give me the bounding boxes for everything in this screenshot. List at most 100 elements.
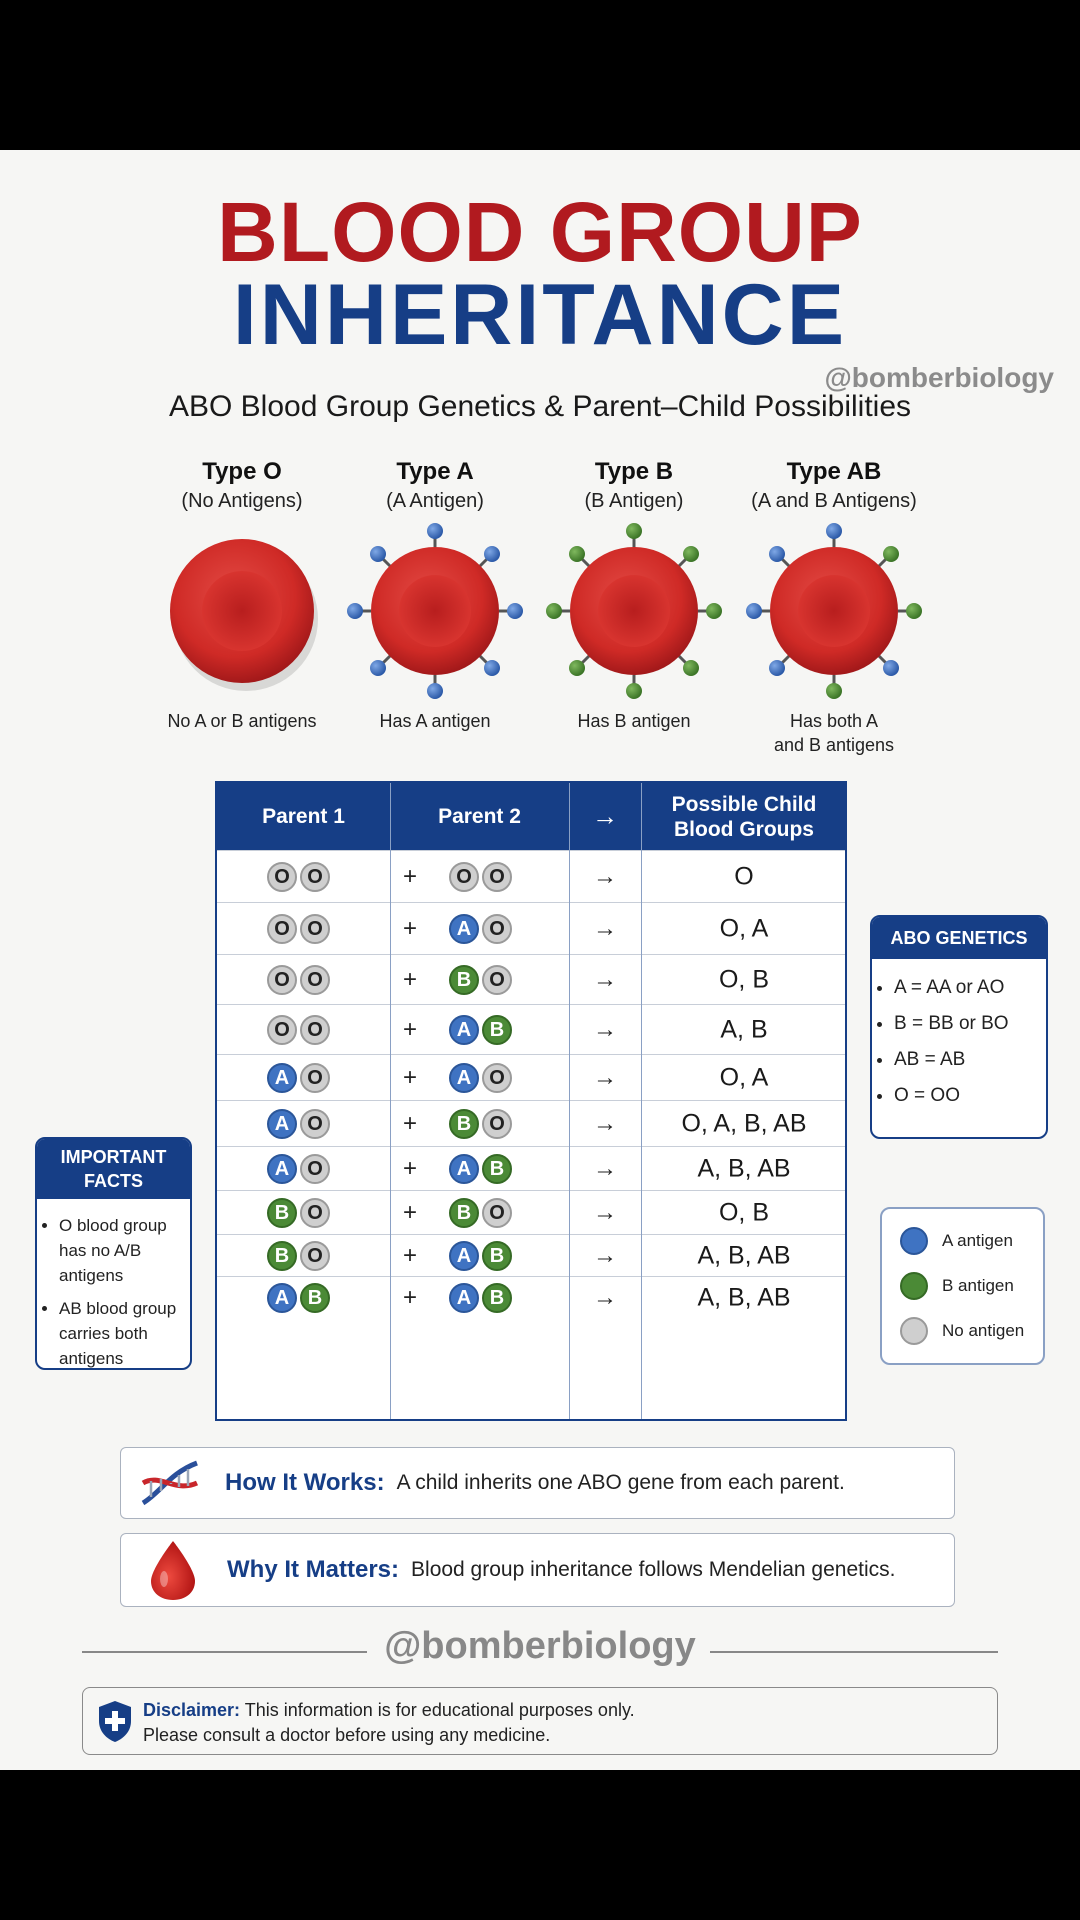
allele-o-icon: O	[482, 1198, 512, 1228]
allele-o-icon: O	[449, 862, 479, 892]
allele-b-icon: B	[449, 1109, 479, 1139]
blood-type-name: Type O	[202, 458, 282, 485]
blood-type-sub: (No Antigens)	[181, 490, 303, 512]
arrow-sign: →	[593, 1242, 617, 1269]
no-antigen-dot-icon	[900, 1317, 928, 1345]
allele-o-icon: O	[300, 1015, 330, 1045]
allele-a-icon: A	[267, 1063, 297, 1093]
allele-b-icon: B	[267, 1241, 297, 1271]
blood-type-sub: (A Antigen)	[386, 490, 484, 512]
allele-b-icon: B	[449, 1198, 479, 1228]
disclaimer-line1: This information is for educational purp…	[244, 1700, 635, 1720]
column-divider	[390, 783, 391, 1419]
child-blood-groups: O, A	[719, 1063, 769, 1092]
title-line2: INHERITANCE	[232, 267, 848, 363]
arrow-sign: →	[593, 966, 617, 993]
blood-type-sub: (A and B Antigens)	[751, 490, 917, 512]
important-fact-item: O blood group has no A/B antigens	[59, 1213, 190, 1288]
allele-a-icon: A	[267, 1109, 297, 1139]
disclaimer-label: Disclaimer:	[143, 1700, 241, 1720]
infographic-page: BLOOD GROUP INHERITANCE @bomberbiology A…	[0, 150, 1080, 1770]
arrow-sign: →	[593, 863, 617, 890]
arrow-sign: →	[593, 1064, 617, 1091]
column-divider	[569, 783, 570, 1419]
allele-o-icon: O	[482, 1109, 512, 1139]
allele-o-icon: O	[482, 965, 512, 995]
allele-o-icon: O	[300, 1198, 330, 1228]
fact-line: O blood group	[59, 1216, 167, 1235]
fact-line: AB blood group	[59, 1299, 177, 1318]
allele-o-icon: O	[300, 1241, 330, 1271]
fact-line: carries both	[59, 1324, 148, 1343]
shield-cross-icon	[99, 1701, 131, 1742]
important-fact-item: AB blood group carries both antigens	[59, 1296, 190, 1368]
allele-a-icon: A	[449, 1154, 479, 1184]
allele-b-icon: B	[482, 1283, 512, 1313]
legend-label: No antigen	[942, 1321, 1025, 1340]
child-blood-groups: O, A	[719, 914, 769, 943]
abo-genetics-box: ABO GENETICS A = AA or AO B = BB or BO A…	[870, 915, 1048, 1139]
plus-sign: +	[402, 1242, 417, 1269]
child-blood-groups: A, B, AB	[697, 1241, 791, 1270]
plus-sign: +	[402, 966, 417, 993]
plus-sign: +	[402, 1155, 417, 1182]
blood-type-o: Type O (No Antigens) No A or B antigens	[127, 458, 357, 733]
how-it-works-box: How It Works: A child inherits one ABO g…	[120, 1447, 955, 1519]
legend-item-none: No antigen	[900, 1317, 1024, 1345]
important-facts-title-line1: IMPORTANT	[60, 1147, 167, 1167]
b-antigen-dot-icon	[900, 1272, 928, 1300]
plus-sign: +	[402, 1284, 417, 1311]
child-blood-groups: O, A, B, AB	[681, 1109, 807, 1138]
blood-type-name: Type AB	[786, 458, 882, 485]
legend-item-b: B antigen	[900, 1272, 1014, 1300]
arrow-sign: →	[593, 915, 617, 942]
header-parent1: Parent 1	[262, 805, 345, 828]
child-blood-groups: O, B	[718, 1198, 769, 1227]
blood-type-desc: Has both A	[789, 711, 879, 731]
abo-genetics-item: O = OO	[894, 1085, 1046, 1107]
abo-genetics-title: ABO GENETICS	[872, 917, 1046, 959]
red-blood-cell-b-icon	[546, 523, 722, 699]
important-facts-list: O blood group has no A/B antigens AB blo…	[37, 1213, 190, 1368]
blood-type-a: Type A (A Antigen) Has A antigen	[320, 458, 550, 733]
abo-genetics-list: A = AA or AO B = BB or BO AB = AB O = OO	[872, 977, 1046, 1107]
abo-genetics-item: A = AA or AO	[894, 977, 1046, 999]
legend-item-a: A antigen	[900, 1227, 1013, 1255]
subtitle: ABO Blood Group Genetics & Parent–Child …	[168, 390, 912, 423]
handle-watermark-top: @bomberbiology	[824, 362, 1054, 393]
a-antigen-dot-icon	[900, 1227, 928, 1255]
allele-b-icon: B	[482, 1015, 512, 1045]
allele-a-icon: A	[267, 1283, 297, 1313]
red-blood-cell-a-icon	[347, 523, 523, 699]
abo-genetics-item: B = BB or BO	[894, 1013, 1046, 1035]
allele-b-icon: B	[482, 1241, 512, 1271]
allele-o-icon: O	[482, 1063, 512, 1093]
blood-type-sub: (B Antigen)	[584, 490, 684, 512]
blood-type-b: Type B (B Antigen) Has B antigen	[519, 458, 749, 733]
plus-sign: +	[402, 915, 417, 942]
fact-line: has no A/B	[59, 1241, 142, 1260]
plus-sign: +	[402, 1064, 417, 1091]
child-blood-groups: O, B	[718, 965, 769, 994]
allele-o-icon: O	[300, 1063, 330, 1093]
why-it-matters-text: Blood group inheritance follows Mendelia…	[411, 1558, 896, 1581]
disclaimer-box: Disclaimer: This information is for educ…	[82, 1687, 998, 1755]
arrow-sign: →	[593, 1016, 617, 1043]
blood-type-name: Type A	[396, 458, 474, 485]
important-facts-title: IMPORTANT FACTS	[37, 1139, 190, 1199]
plus-sign: +	[402, 863, 417, 890]
important-facts-title-line2: FACTS	[83, 1171, 143, 1191]
